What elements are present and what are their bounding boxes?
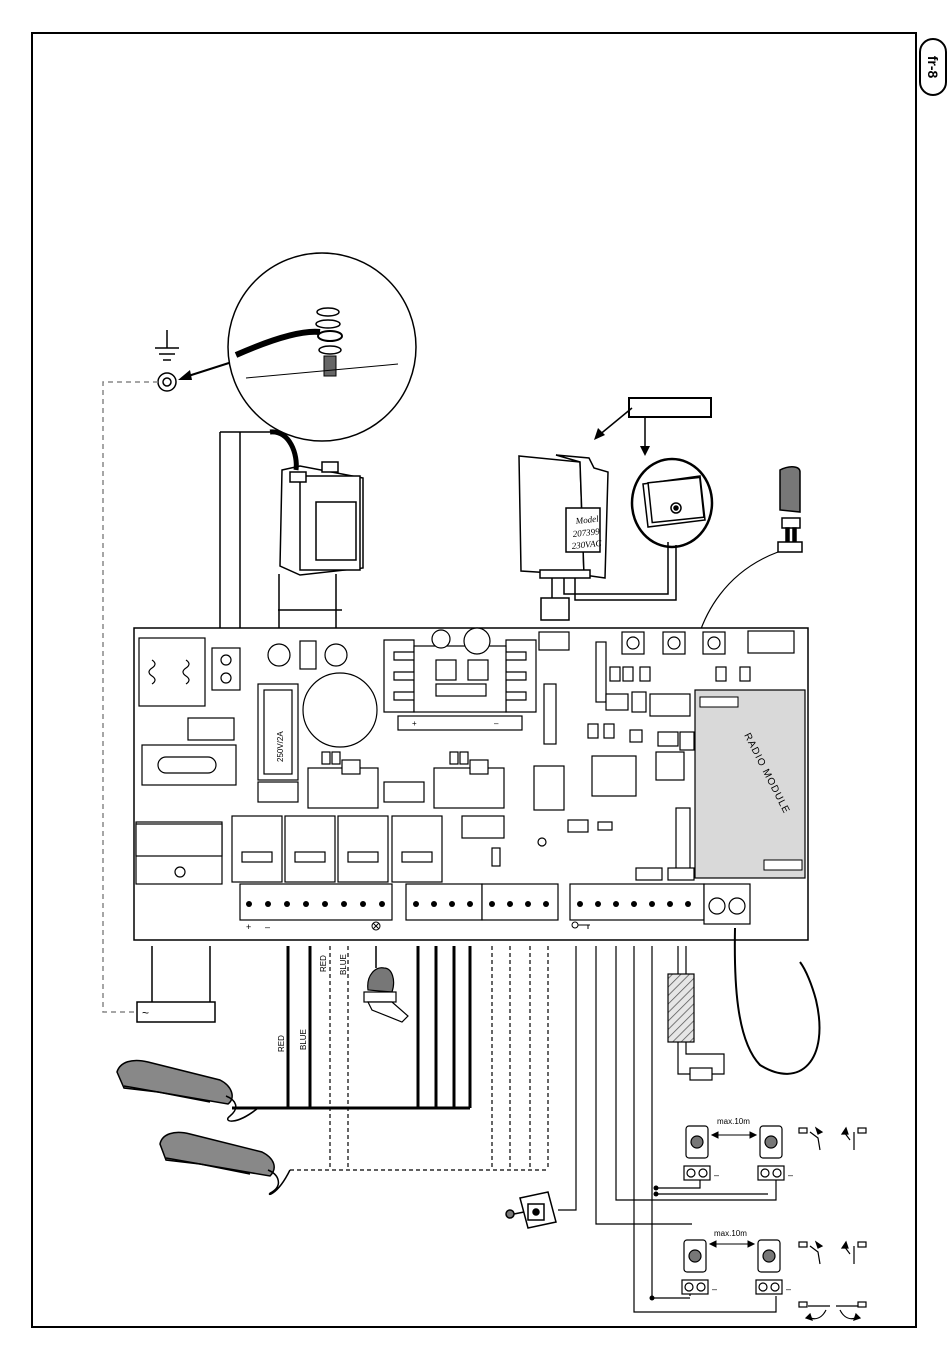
earth-arrowhead <box>178 370 192 380</box>
distance-label-upper: max.10m <box>717 1117 750 1126</box>
edge-resistor <box>668 974 694 1042</box>
flashing-lamp-icon <box>364 946 408 1022</box>
callout-box <box>629 398 711 417</box>
electric-lock-detail <box>632 459 712 547</box>
junction-dots <box>650 1186 659 1301</box>
key-switch-wire <box>558 946 576 1210</box>
distance-arrow-upper <box>712 1132 756 1138</box>
heatsink-minus-label: – <box>494 719 499 728</box>
terminal-minus-label: – <box>265 922 270 932</box>
wire-label-red-1: RED <box>277 1035 286 1052</box>
photocell-tx-lower <box>682 1240 708 1294</box>
heatsink-plus-label: + <box>412 719 417 728</box>
callout-arrowhead-down <box>640 446 650 456</box>
photocell-tx-upper <box>684 1126 710 1180</box>
wire-label-blue-1: BLUE <box>299 1029 308 1050</box>
transformer-cable <box>270 432 296 470</box>
gate-motor-1 <box>117 1060 258 1121</box>
photocell-dash-upper-left: – <box>714 1170 719 1180</box>
earth-ground-icon <box>155 330 179 391</box>
antenna-wire <box>735 928 820 1074</box>
radio-module-connector-bottom <box>764 860 802 870</box>
radio-module-connector-top <box>700 697 738 707</box>
wire-label-red-2: RED <box>319 955 328 972</box>
end-resistor <box>690 1068 712 1080</box>
photocell-rx-upper <box>758 1126 784 1180</box>
jumper-icon <box>778 467 802 552</box>
earth-detail-magnifier <box>228 253 416 441</box>
photocell-dash-lower-left: – <box>712 1284 717 1294</box>
radio-module <box>695 690 805 878</box>
distance-arrow-lower <box>710 1241 754 1247</box>
photocell-dash-lower-right: – <box>786 1284 791 1294</box>
gate-motor-2 <box>160 1132 290 1194</box>
photocell-rx-lower <box>756 1240 782 1294</box>
lock-connector <box>541 598 569 620</box>
terminal-plus-label: + <box>246 922 251 932</box>
transformer <box>280 462 363 575</box>
key-switch-icon <box>506 1192 556 1228</box>
fuse-rating-label: 250V/2A <box>276 731 285 762</box>
mains-ac-symbol: ~ <box>142 1006 149 1020</box>
photocell-dash-upper-right: – <box>788 1170 793 1180</box>
distance-label-lower: max.10m <box>714 1229 747 1238</box>
motor-wires-solid <box>232 946 470 1108</box>
wire-label-blue-2: BLUE <box>339 954 348 975</box>
callout-arrowhead-left <box>594 428 605 440</box>
gate-direction-icons <box>799 1128 866 1320</box>
callout-arrow-left <box>598 408 632 436</box>
